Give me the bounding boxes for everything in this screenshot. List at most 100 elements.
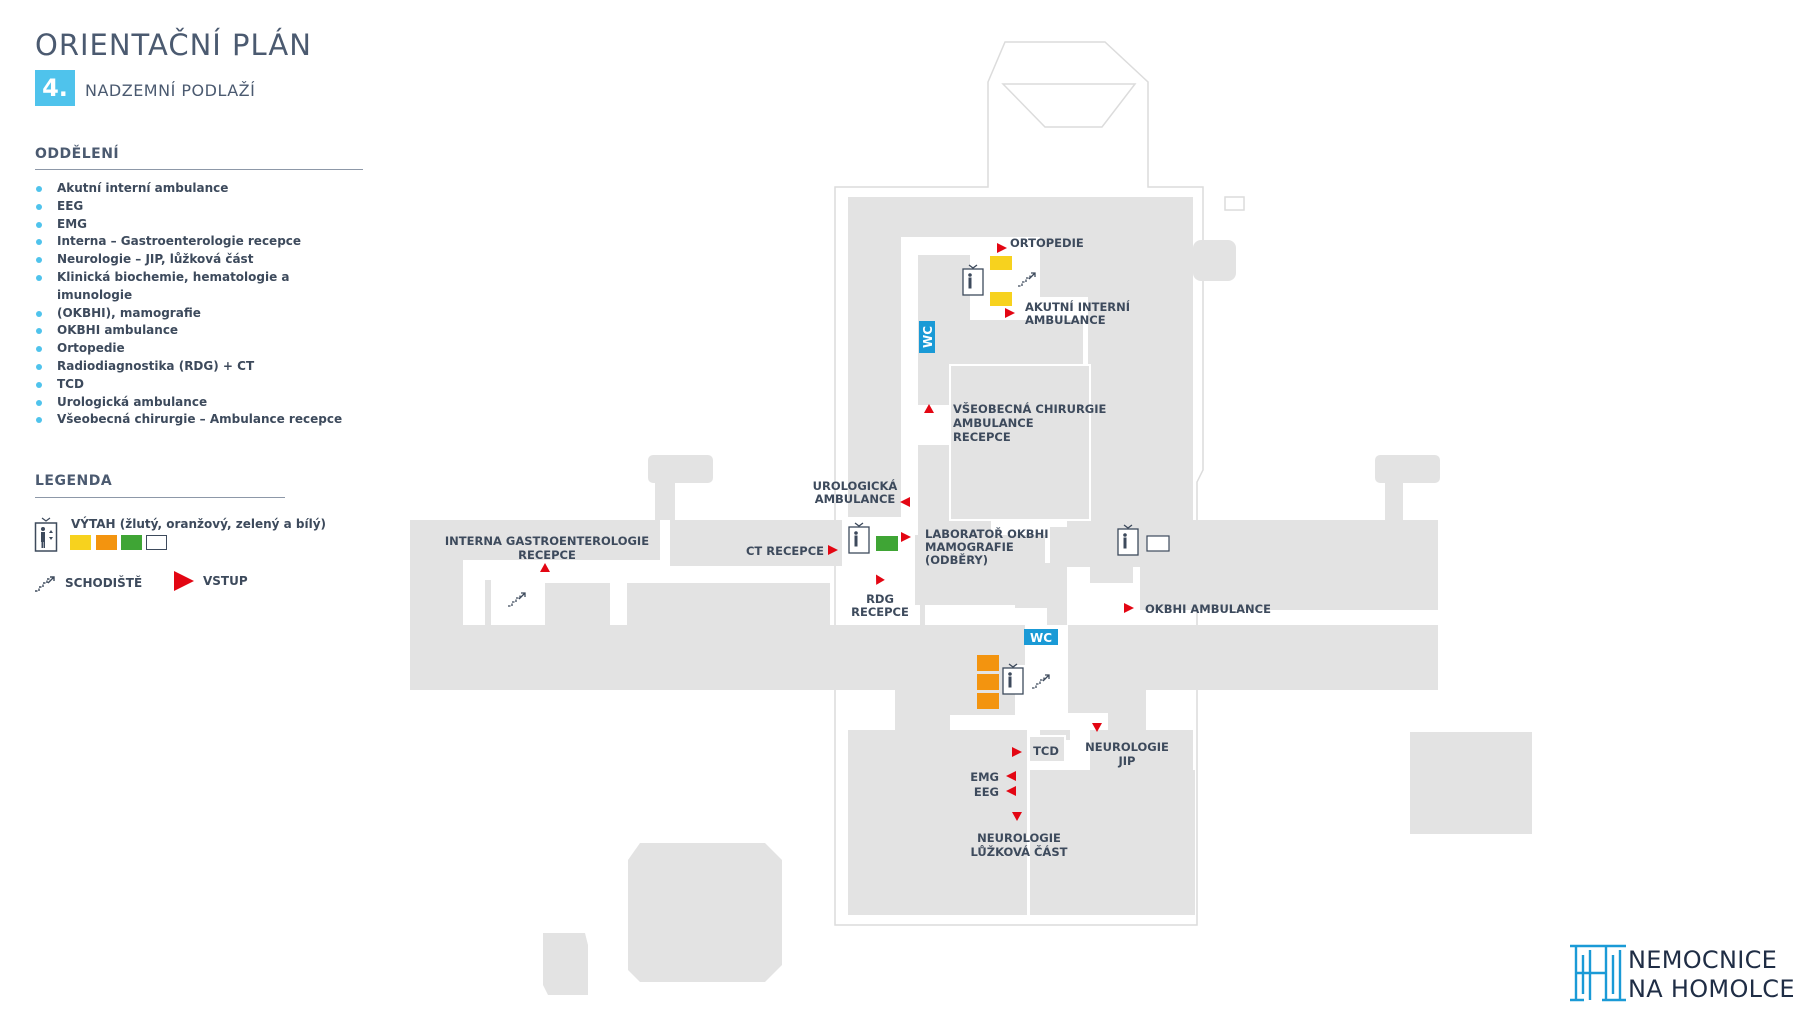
- department-item[interactable]: Radiodiagnostika (RDG) + CT: [35, 358, 355, 376]
- entrance-markers: [540, 243, 1134, 821]
- elevator-icon: [962, 264, 984, 296]
- logo-line-1: NEMOCNICE: [1628, 946, 1778, 974]
- department-item[interactable]: Klinická biochemie, hematologie a imunol…: [35, 269, 355, 305]
- elevator-icon: [1002, 663, 1024, 695]
- label-chirurgie-1[interactable]: VŠEOBECNÁ CHIRURGIE: [953, 401, 1107, 416]
- department-list: Akutní interní ambulance EEG EMG Interna…: [35, 180, 355, 429]
- room-outlines: [949, 364, 1091, 763]
- elevator-icons: [848, 264, 1139, 695]
- map-labels: ORTOPEDIE AKUTNÍ INTERNÍ AMBULANCE VŠEOB…: [445, 236, 1271, 859]
- label-laborator-3[interactable]: (ODBĚRY): [925, 552, 988, 567]
- elevator-icon: [34, 517, 58, 552]
- elevator-swatch-yellow: [70, 535, 91, 550]
- label-akutni-1[interactable]: AKUTNÍ INTERNÍ: [1025, 299, 1130, 314]
- svg-text:WC: WC: [1030, 631, 1052, 645]
- hospital-logo-mark: [1570, 944, 1626, 1002]
- elevator-yellow-2: [990, 292, 1012, 306]
- stairs-icon: [35, 576, 55, 592]
- department-item[interactable]: Interna – Gastroenterologie recepce: [35, 233, 355, 251]
- wc-signs: WC WC: [919, 321, 1058, 645]
- label-rdg-2[interactable]: RECEPCE: [851, 605, 909, 619]
- elevator-icon: [848, 522, 870, 554]
- hospital-logo[interactable]: NEMOCNICE NA HOMOLCE: [1628, 946, 1795, 1004]
- label-interna-2[interactable]: RECEPCE: [518, 548, 576, 562]
- label-urologicka-1[interactable]: UROLOGICKÁ: [813, 478, 898, 493]
- legend-heading: LEGENDA: [35, 473, 113, 489]
- label-laborator-1[interactable]: LABORATOŘ OKBHI: [925, 526, 1048, 541]
- stairs-icons: [508, 272, 1050, 689]
- elevators: [876, 256, 1170, 709]
- stairs-icon: [508, 592, 526, 607]
- label-chirurgie-2[interactable]: AMBULANCE: [953, 416, 1034, 430]
- svg-text:WC: WC: [921, 326, 935, 348]
- label-urologicka-2[interactable]: AMBULANCE: [815, 492, 896, 506]
- building-blocks: [410, 197, 1532, 995]
- elevator-orange-1: [977, 655, 999, 671]
- label-interna-1[interactable]: INTERNA GASTROENTEROLOGIE: [445, 534, 649, 548]
- entrance-marker-emg: [1006, 771, 1016, 781]
- elevator-icon: [1117, 524, 1139, 556]
- wc-sign: WC: [1024, 629, 1058, 645]
- label-neurologie-jip-2[interactable]: JIP: [1118, 754, 1136, 768]
- label-ortopedie[interactable]: ORTOPEDIE: [1010, 236, 1084, 250]
- elevator-white: [1146, 535, 1170, 552]
- label-rdg-1[interactable]: RDG: [866, 592, 894, 606]
- entrance-marker-chirurgie: [924, 404, 934, 413]
- entrance-legend-label: VSTUP: [203, 574, 248, 588]
- department-item[interactable]: OKBHI ambulance: [35, 322, 355, 340]
- elevator-orange-3: [977, 693, 999, 709]
- label-tcd[interactable]: TCD: [1033, 744, 1059, 758]
- label-emg[interactable]: EMG: [970, 770, 999, 784]
- entrance-marker-ortopedie: [997, 243, 1007, 253]
- label-ct[interactable]: CT RECEPCE: [746, 544, 824, 558]
- label-neurologie-luzkova-2[interactable]: LŮŽKOVÁ ČÁST: [971, 844, 1068, 859]
- label-neurologie-jip-1[interactable]: NEUROLOGIE: [1085, 740, 1169, 754]
- elevator-swatch-white: [146, 535, 167, 550]
- entrance-marker-interna: [540, 563, 550, 572]
- legend-divider: [35, 497, 285, 498]
- departments-divider: [35, 169, 363, 170]
- department-item[interactable]: EMG: [35, 216, 355, 234]
- label-neurologie-luzkova-1[interactable]: NEUROLOGIE: [977, 831, 1061, 845]
- elevator-swatch-green: [121, 535, 142, 550]
- department-item[interactable]: TCD: [35, 376, 355, 394]
- elevator-green: [876, 536, 898, 551]
- department-item[interactable]: Akutní interní ambulance: [35, 180, 355, 198]
- stairs-icon: [1018, 272, 1036, 287]
- label-okbhi-ambulance[interactable]: OKBHI AMBULANCE: [1145, 602, 1271, 616]
- elevator-legend-label: VÝTAH (žlutý, oranžový, zelený a bílý): [71, 517, 327, 531]
- legend-panel: ORIENTAČNÍ PLÁN 4. NADZEMNÍ PODLAŽÍ ODDĚ…: [0, 0, 380, 1028]
- entrance-marker-neurologie-jip: [1092, 723, 1102, 732]
- label-eeg[interactable]: EEG: [974, 785, 999, 799]
- department-item[interactable]: EEG: [35, 198, 355, 216]
- building-outline: [834, 41, 1245, 926]
- department-item[interactable]: Urologická ambulance: [35, 394, 355, 412]
- entrance-marker-eeg: [1006, 786, 1016, 796]
- label-chirurgie-3[interactable]: RECEPCE: [953, 430, 1011, 444]
- elevator-swatch-orange: [96, 535, 117, 550]
- entrance-marker-ct: [828, 545, 838, 555]
- label-akutni-2[interactable]: AMBULANCE: [1025, 313, 1106, 327]
- entrance-marker-akutni: [1005, 308, 1015, 318]
- floor-name: NADZEMNÍ PODLAŽÍ: [85, 81, 256, 100]
- department-item[interactable]: Všeobecná chirurgie – Ambulance recepce: [35, 411, 355, 429]
- entrance-icon: [174, 571, 194, 591]
- entrance-marker-urologicka: [900, 497, 910, 507]
- wc-sign: WC: [919, 321, 935, 353]
- entrance-marker-rdg: [876, 574, 885, 585]
- department-item[interactable]: Ortopedie: [35, 340, 355, 358]
- department-item-continuation[interactable]: (OKBHI), mamografie: [35, 305, 355, 323]
- departments-heading: ODDĚLENÍ: [35, 146, 120, 162]
- logo-line-2: NA HOMOLCE: [1628, 975, 1795, 1003]
- entrance-marker-tcd: [1012, 747, 1022, 757]
- entrance-marker-okbhi: [1124, 603, 1134, 613]
- stairs-legend-label: SCHODIŠTĚ: [65, 576, 143, 590]
- elevator-orange-2: [977, 674, 999, 690]
- label-laborator-2[interactable]: MAMOGRAFIE: [925, 540, 1014, 554]
- entrance-marker-neurologie-luzkova: [1012, 812, 1022, 821]
- department-item[interactable]: Neurologie – JIP, lůžková část: [35, 251, 355, 269]
- page-title: ORIENTAČNÍ PLÁN: [35, 28, 312, 62]
- stairs-icon: [1032, 674, 1050, 689]
- entrance-marker-laborator: [901, 532, 911, 542]
